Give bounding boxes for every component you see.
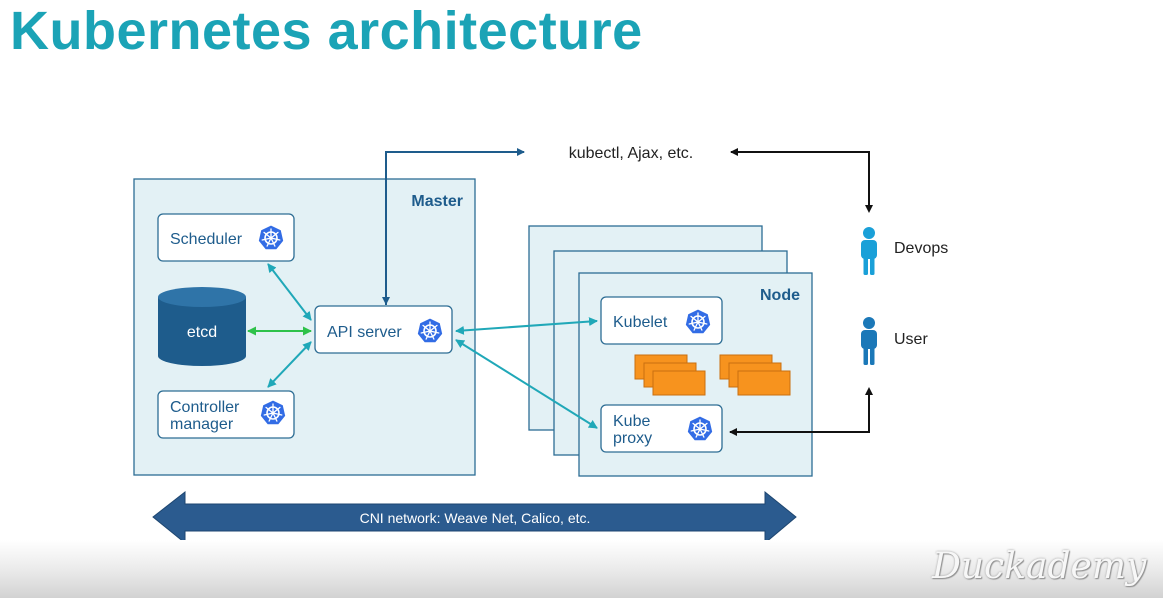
pod-stack-icon bbox=[634, 354, 706, 396]
cni-network-label: CNI network: Weave Net, Calico, etc. bbox=[360, 510, 591, 526]
api-kubelet-arrow bbox=[455, 317, 598, 335]
scheduler-label: Scheduler bbox=[170, 231, 243, 248]
person-icon bbox=[861, 227, 877, 275]
connectors bbox=[247, 148, 873, 436]
cni-network-arrow: CNI network: Weave Net, Calico, etc. bbox=[152, 490, 797, 545]
devops-actor: Devops bbox=[861, 227, 948, 275]
api-server-box: API server bbox=[314, 305, 453, 354]
duckademy-watermark: Duckademy bbox=[932, 546, 1147, 587]
kubelet-box: Kubelet bbox=[600, 296, 723, 345]
controller-label-line1: Controller bbox=[170, 399, 240, 416]
kube-proxy-label-line1: Kube bbox=[613, 413, 650, 430]
devops-arrowhead bbox=[865, 205, 873, 213]
clients-label: kubectl, Ajax, etc. bbox=[569, 145, 694, 162]
api-to-kubectl-arrow bbox=[385, 148, 525, 305]
kubelet-label: Kubelet bbox=[613, 314, 668, 331]
api-scheduler-arrow bbox=[267, 263, 312, 321]
controller-label-line2: manager bbox=[170, 416, 234, 433]
devops-label: Devops bbox=[894, 240, 948, 257]
controller-manager-box: Controller manager bbox=[157, 390, 295, 439]
scheduler-box: Scheduler bbox=[157, 213, 295, 262]
devops-to-kubectl-arrow bbox=[730, 148, 870, 211]
api-controller-arrow bbox=[267, 341, 312, 388]
user-label: User bbox=[894, 331, 928, 348]
user-actor: User bbox=[861, 317, 928, 365]
api-proxy-arrow bbox=[455, 339, 598, 429]
page-title: Kubernetes architecture bbox=[10, 1, 643, 61]
user-arrowhead bbox=[865, 387, 873, 395]
kube-proxy-box: Kube proxy bbox=[600, 404, 723, 453]
user-to-proxy-arrow bbox=[729, 389, 870, 436]
person-icon bbox=[861, 317, 877, 365]
api-arrowhead bbox=[382, 297, 390, 305]
etcd-label: etcd bbox=[187, 324, 217, 341]
master-label: Master bbox=[411, 193, 463, 210]
pod-stack-icon bbox=[719, 354, 791, 396]
api-server-label: API server bbox=[327, 324, 402, 341]
bottom-shade bbox=[0, 540, 1163, 598]
node-label: Node bbox=[760, 287, 800, 304]
kube-proxy-label-line2: proxy bbox=[613, 430, 652, 447]
etcd-database: etcd bbox=[158, 287, 246, 366]
